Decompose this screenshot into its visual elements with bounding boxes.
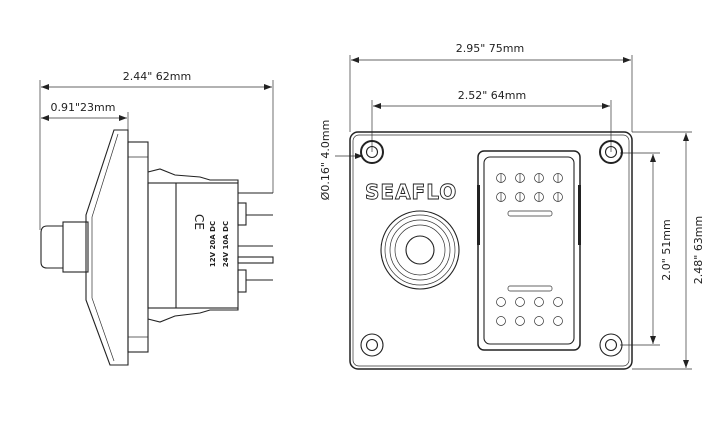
led-dot <box>553 297 563 307</box>
led-dot <box>496 297 506 307</box>
led-dot <box>534 297 544 307</box>
rocker-led-dots <box>496 173 563 326</box>
front-cover-inner-edge <box>91 133 119 362</box>
dimension-label-hole-diameter: Ø0.16" 4.0mm <box>319 120 332 201</box>
rating-label-12v: 12V 20A DC <box>209 221 217 267</box>
led-dot <box>515 316 525 326</box>
terminal-block <box>237 269 247 293</box>
dimension-label-front-depth: 0.91"23mm <box>51 101 116 114</box>
push-button <box>380 210 460 290</box>
mounting-hole <box>599 140 623 164</box>
panel-flange <box>127 141 149 353</box>
dimension-label-hole-spacing-height: 2.0" 51mm <box>660 219 673 280</box>
rating-label-24v: 24V 10A DC <box>222 221 230 267</box>
rocker-indicator-bar-top <box>507 210 553 217</box>
front-cover-profile <box>85 129 129 366</box>
mounting-hole <box>599 333 623 357</box>
led-dot <box>496 316 506 326</box>
dimension-label-overall-width: 2.95" 75mm <box>456 42 524 55</box>
seaflo-logo: SEAFLO <box>365 180 457 204</box>
rocker-indicator-bar-bottom <box>507 285 553 292</box>
push-button-cap <box>40 225 63 269</box>
panel-plate-inner-edge <box>352 134 630 367</box>
button-collar <box>62 221 89 273</box>
bottom-latch <box>147 308 239 323</box>
mounting-hole <box>360 333 384 357</box>
side-view: 2.44" 62mm 0.91"23mm CE 12V 20A DC 24V 1… <box>39 70 274 366</box>
terminal-block <box>237 202 247 226</box>
led-dot <box>553 316 563 326</box>
ce-mark: CE <box>192 214 206 230</box>
led-dot <box>534 316 544 326</box>
dimension-label-hole-spacing-width: 2.52" 64mm <box>458 89 526 102</box>
rocker-switch <box>477 150 581 351</box>
terminal-pin-wide <box>237 256 274 264</box>
mounting-hole <box>360 140 384 164</box>
led-dot <box>515 297 525 307</box>
front-view: 2.95" 75mm 2.52" 64mm Ø0.16" 4.0mm 2.0" … <box>319 42 705 370</box>
dimension-label-overall-height: 2.48" 63mm <box>692 216 705 284</box>
panel-plate <box>349 131 633 370</box>
top-latch <box>147 168 239 183</box>
dimension-label-overall-length: 2.44" 62mm <box>123 70 191 83</box>
